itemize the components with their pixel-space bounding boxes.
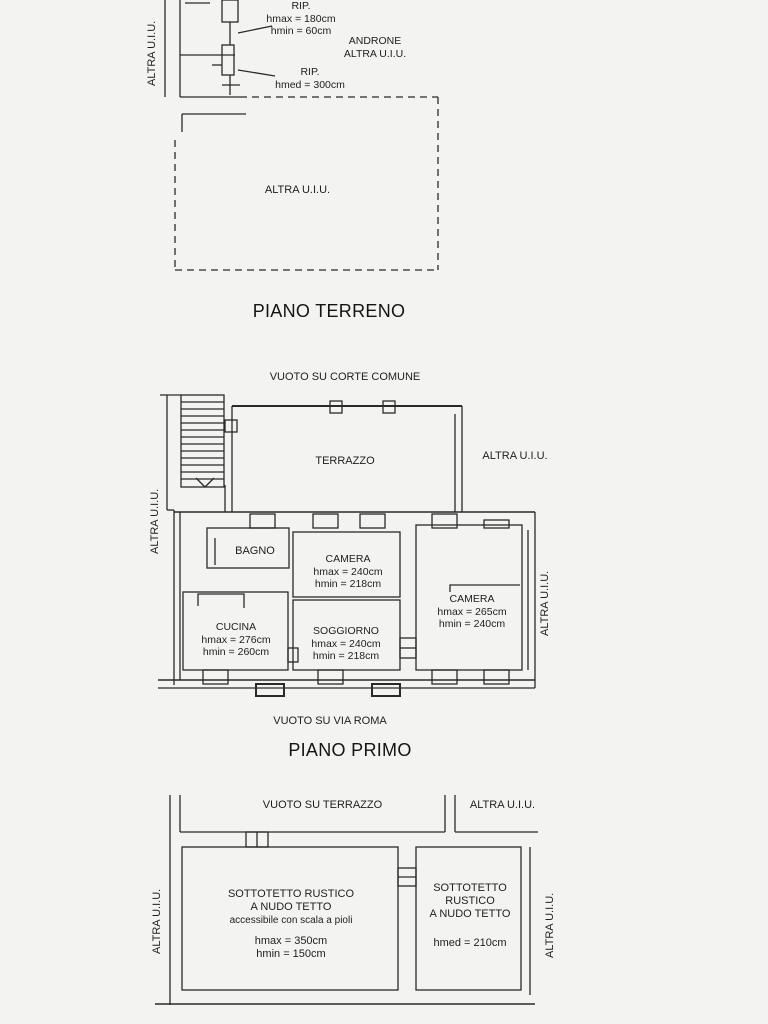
- terrazzo-label: TERRAZZO: [315, 455, 375, 467]
- rip-1-hmax: hmax = 180cm: [266, 12, 336, 25]
- first-floor-walls: [158, 394, 536, 697]
- androne-line-1: ANDRONE: [348, 35, 402, 47]
- soggiorno-hmax: hmax = 240cm: [311, 637, 381, 650]
- attic-top-label: VUOTO SU TERRAZZO: [262, 799, 383, 811]
- ground-floor-rip-2-label: RIP. hmed = 300cm: [270, 66, 350, 91]
- attic-top-right-neighbour-label: ALTRA U.I.U.: [469, 799, 536, 811]
- cucina-hmax: hmax = 276cm: [201, 633, 271, 646]
- soggiorno-hmin: hmin = 218cm: [312, 650, 380, 662]
- camera-1-hmin: hmin = 218cm: [314, 578, 382, 590]
- cucina-name: CUCINA: [215, 621, 257, 633]
- camera-2-name: CAMERA: [449, 593, 495, 605]
- soggiorno-name: SOGGIORNO: [313, 625, 379, 637]
- camera-1-label: CAMERA hmax = 240cm hmin = 218cm: [298, 553, 398, 591]
- ground-floor-left-neighbour-label: ALTRA U.I.U.: [146, 20, 158, 86]
- rip-2-hmed: hmed = 300cm: [275, 78, 345, 91]
- attic-room-2-line-3: A NUDO TETTO: [429, 908, 511, 920]
- attic-room-1-hmax: hmax = 350cm: [254, 935, 328, 947]
- attic-right-neighbour-label: ALTRA U.I.U.: [544, 892, 556, 958]
- rip-1-name: RIP.: [291, 0, 311, 12]
- first-floor-bottom-label: VUOTO SU VIA ROMA: [273, 715, 387, 727]
- ground-floor-walls: [164, 0, 276, 132]
- ground-floor-title: PIANO TERRENO: [252, 301, 406, 321]
- camera-1-name: CAMERA: [325, 553, 371, 565]
- camera-2-hmin: hmin = 240cm: [438, 618, 506, 630]
- cucina-label: CUCINA hmax = 276cm hmin = 260cm: [186, 621, 286, 659]
- attic-left-neighbour-label: ALTRA U.I.U.: [151, 888, 163, 954]
- attic-room-1-line-1: SOTTOTETTO RUSTICO: [227, 888, 355, 900]
- attic-room-1-spacer: [196, 927, 386, 935]
- camera-1-hmax: hmax = 240cm: [313, 565, 383, 578]
- ground-floor-androne-label: ANDRONE ALTRA U.I.U.: [330, 35, 420, 60]
- first-floor-right-neighbour-label: ALTRA U.I.U.: [539, 570, 551, 636]
- attic-room-2-spacer: [420, 921, 520, 937]
- attic-room-1-line-3: accessibile con scala a pioli: [229, 915, 353, 926]
- ground-floor-dashed-unit: [174, 96, 439, 271]
- attic-room-1-hmin: hmin = 150cm: [256, 948, 326, 960]
- androne-line-2: ALTRA U.I.U.: [343, 47, 407, 60]
- attic-room-2-hmed: hmed = 210cm: [433, 937, 507, 949]
- ground-floor-center-unit-label: ALTRA U.I.U.: [264, 184, 331, 196]
- ground-floor-rip-1-label: RIP. hmax = 180cm hmin = 60cm: [266, 0, 336, 38]
- first-floor-stairs: [180, 394, 225, 488]
- attic-room-1-label: SOTTOTETTO RUSTICO A NUDO TETTO accessib…: [196, 888, 386, 961]
- camera-2-label: CAMERA hmax = 265cm hmin = 240cm: [422, 593, 522, 631]
- soggiorno-label: SOGGIORNO hmax = 240cm hmin = 218cm: [296, 625, 396, 663]
- attic-room-1-line-2: A NUDO TETTO: [250, 901, 332, 913]
- cucina-hmin: hmin = 260cm: [202, 646, 270, 658]
- bagno-label: BAGNO: [235, 545, 275, 557]
- attic-room-2-line-2: RUSTICO: [445, 895, 495, 907]
- attic-room-2-label: SOTTOTETTO RUSTICO A NUDO TETTO hmed = 2…: [420, 882, 520, 950]
- first-floor-top-label: VUOTO SU CORTE COMUNE: [269, 371, 421, 383]
- first-floor-top-right-neighbour-label: ALTRA U.I.U.: [482, 450, 548, 462]
- attic-walls: [155, 795, 538, 1005]
- rip-1-hmin: hmin = 60cm: [270, 25, 332, 37]
- rip-2-name: RIP.: [300, 66, 320, 78]
- first-floor-left-neighbour-label: ALTRA U.I.U.: [149, 488, 161, 554]
- camera-2-hmax: hmax = 265cm: [437, 605, 507, 618]
- first-floor-title: PIANO PRIMO: [288, 740, 412, 760]
- attic-room-2-line-1: SOTTOTETTO: [433, 882, 507, 894]
